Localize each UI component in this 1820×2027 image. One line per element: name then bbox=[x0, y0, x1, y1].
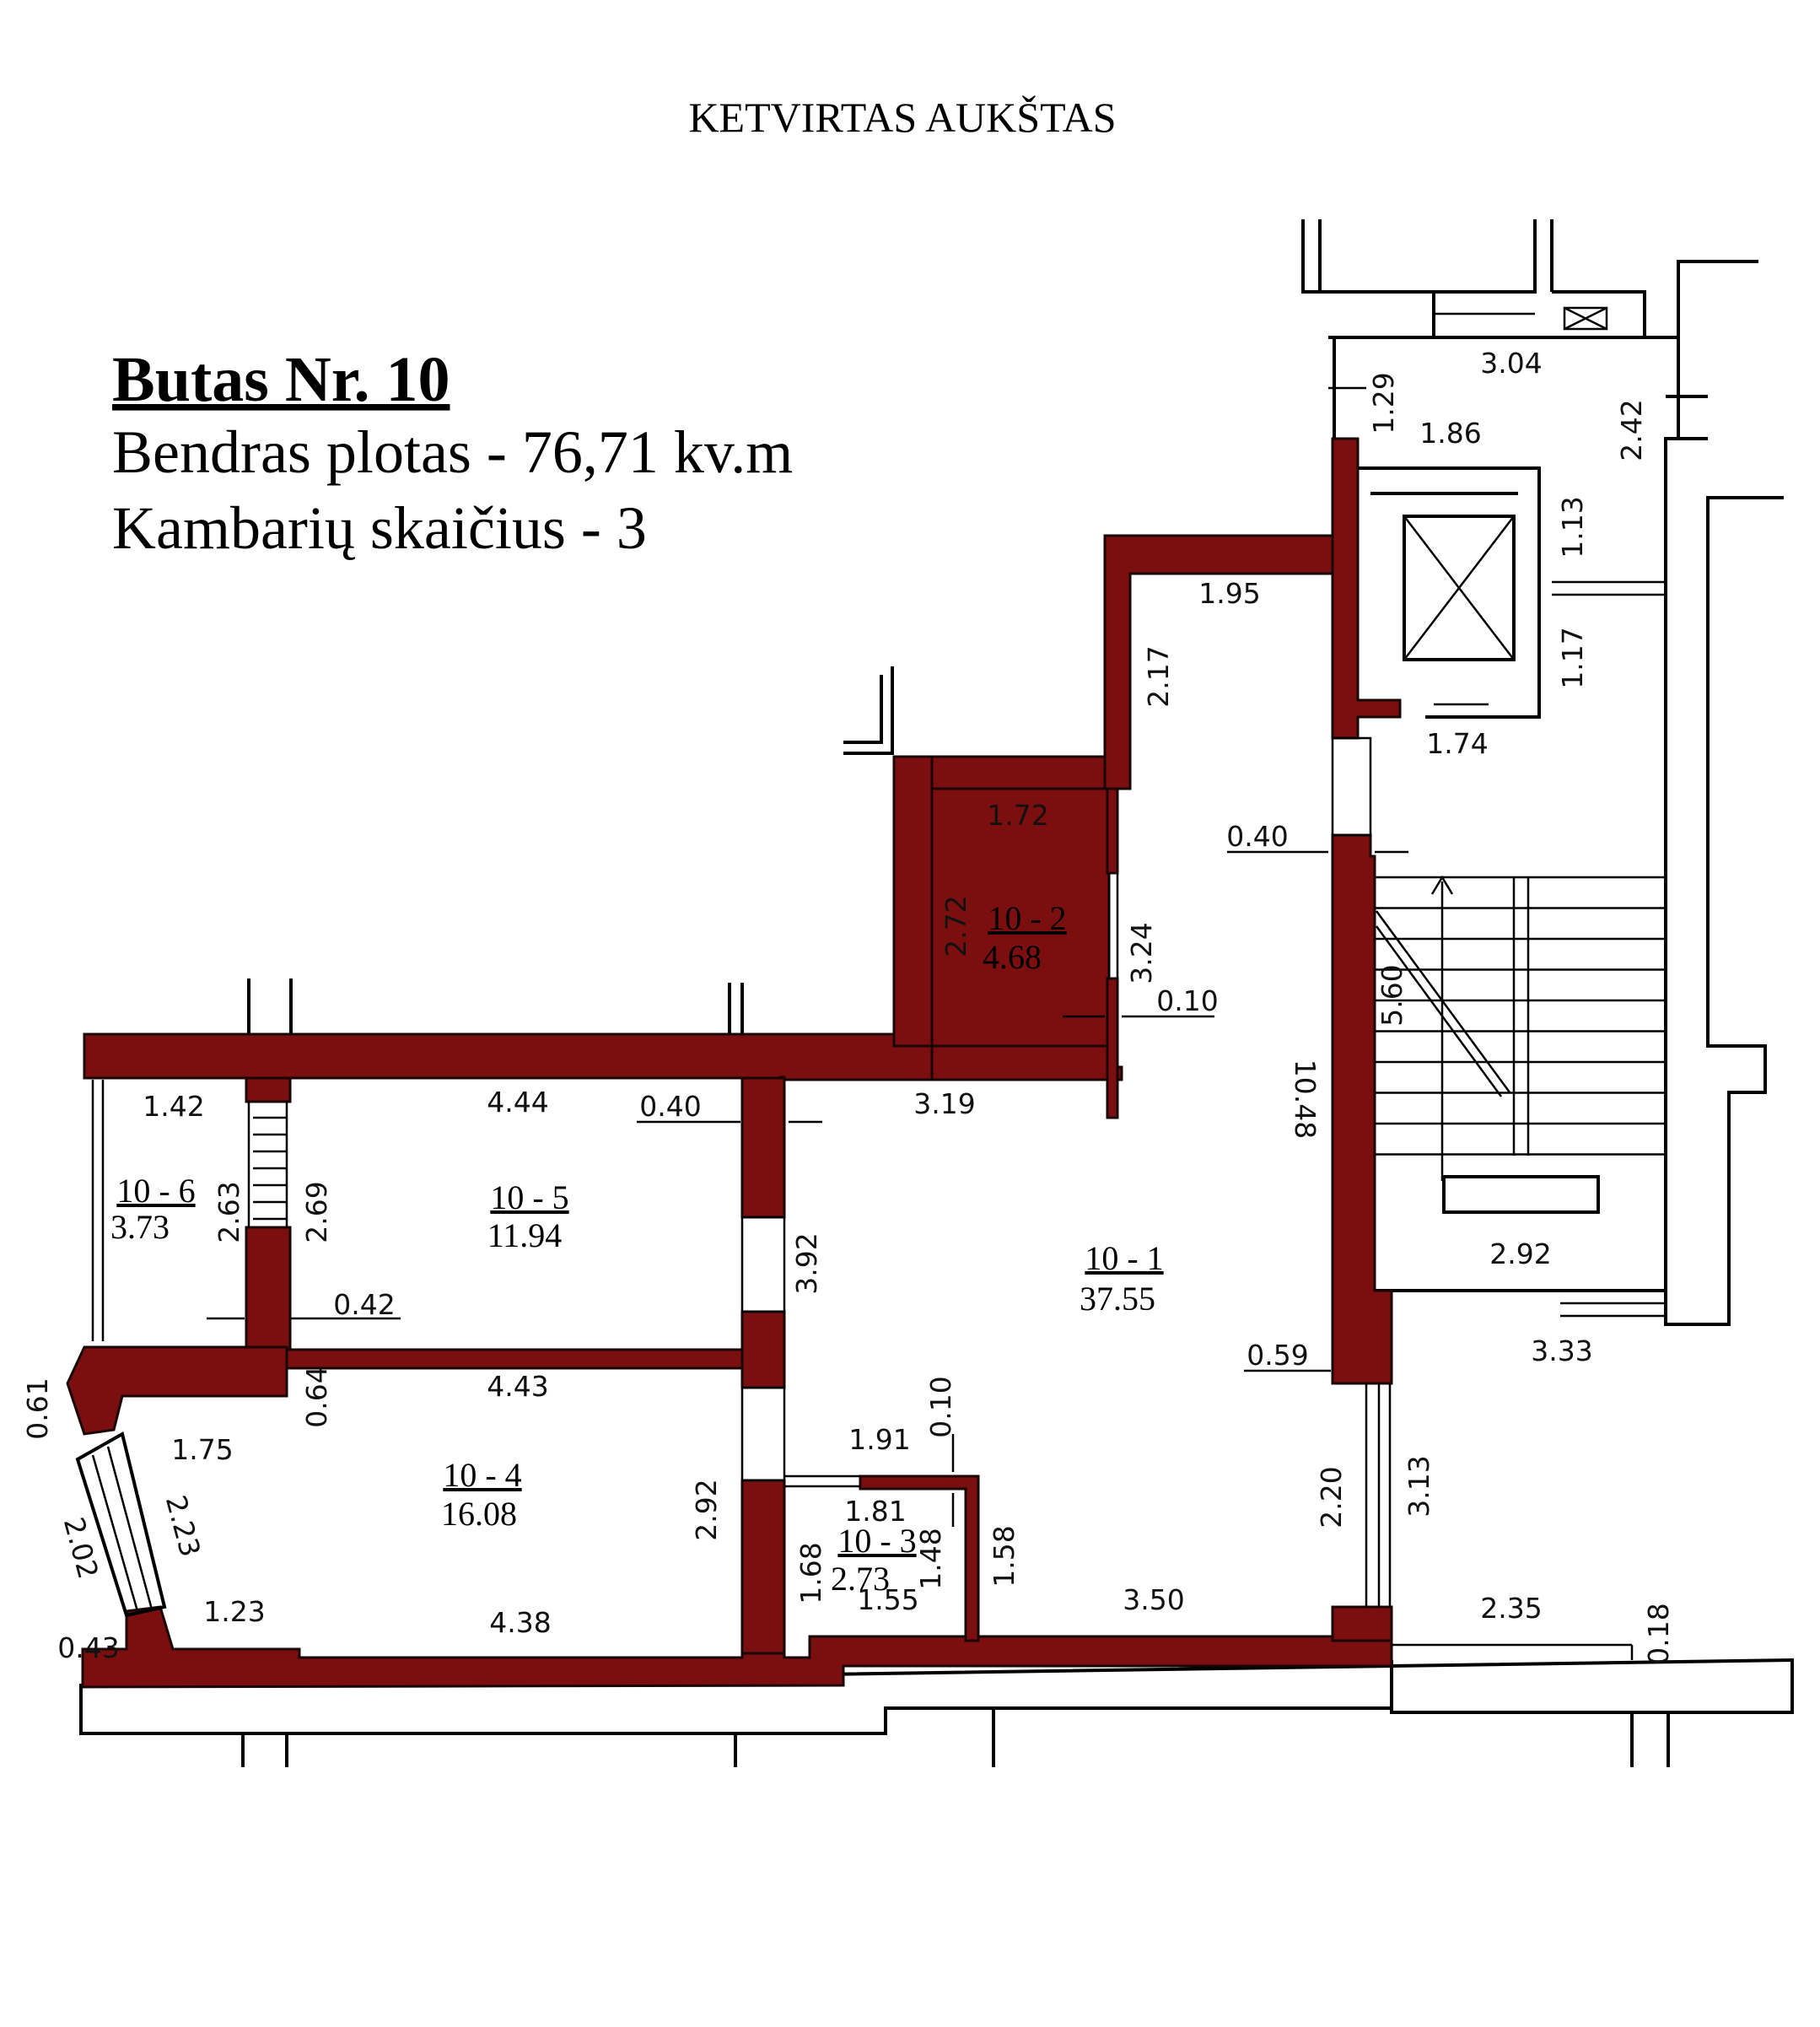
dimension-label: 1.75 bbox=[171, 1433, 233, 1466]
room-area: 16.08 bbox=[441, 1495, 517, 1533]
dimension-label: 3.13 bbox=[1403, 1455, 1435, 1517]
dimension-label: 3.04 bbox=[1480, 347, 1542, 380]
apartment-walls bbox=[66, 437, 1402, 1689]
apartment-room-count: Kambarių skaičius - 3 bbox=[112, 494, 647, 562]
dimension-label: 2.69 bbox=[300, 1181, 333, 1243]
dimension-label: 4.38 bbox=[489, 1606, 551, 1639]
dimension-label: 3.24 bbox=[1125, 922, 1158, 984]
dimension-label: 4.43 bbox=[487, 1370, 548, 1403]
dimension-label: 1.74 bbox=[1426, 727, 1488, 760]
room-id: 10 - 1 bbox=[1085, 1239, 1163, 1277]
room-id: 10 - 4 bbox=[443, 1456, 521, 1494]
dimension-label: 2.72 bbox=[940, 895, 972, 957]
floor-title: KETVIRTAS AUKŠTAS bbox=[688, 94, 1116, 141]
dimension-label: 1.72 bbox=[987, 799, 1048, 832]
dimension-label: 0.61 bbox=[21, 1377, 54, 1439]
dimension-label: 10.48 bbox=[1289, 1059, 1322, 1139]
dimension-label: 1.58 bbox=[988, 1525, 1020, 1587]
dimension-label: 0.40 bbox=[639, 1090, 701, 1123]
apartment-area: Bendras plotas - 76,71 kv.m bbox=[112, 418, 793, 486]
dimension-arrows bbox=[207, 386, 1408, 1527]
dimension-label: 3.92 bbox=[790, 1232, 823, 1294]
dimension-label: 0.59 bbox=[1247, 1339, 1308, 1372]
dimension-label: 2.92 bbox=[690, 1479, 723, 1540]
dimension-label: 2.92 bbox=[1489, 1237, 1551, 1270]
dimension-label: 3.50 bbox=[1123, 1583, 1184, 1616]
dimension-label: 2.23 bbox=[159, 1491, 207, 1560]
dimension-label: 1.68 bbox=[794, 1542, 827, 1604]
dimension-labels: 3.04 1.29 1.86 2.42 1.13 1.17 1.74 1.95 … bbox=[21, 347, 1675, 1665]
dimension-label: 1.23 bbox=[203, 1595, 265, 1628]
room-area: 2.73 bbox=[831, 1560, 890, 1598]
dimension-label: 0.18 bbox=[1642, 1603, 1675, 1664]
dimension-label: 3.33 bbox=[1531, 1334, 1592, 1367]
dimension-label: 2.63 bbox=[213, 1181, 245, 1243]
dimension-label: 1.13 bbox=[1556, 496, 1589, 558]
staircase bbox=[1375, 875, 1666, 1318]
dimension-label: 0.10 bbox=[924, 1376, 957, 1437]
room-id: 10 - 6 bbox=[116, 1172, 195, 1210]
dimension-label: 1.86 bbox=[1419, 417, 1481, 450]
dimension-label: 2.17 bbox=[1142, 645, 1175, 707]
dimension-label: 0.10 bbox=[1156, 984, 1218, 1017]
dimension-label: 3.19 bbox=[913, 1087, 975, 1120]
room-area: 4.68 bbox=[983, 938, 1042, 976]
dimension-label: 2.35 bbox=[1480, 1592, 1542, 1625]
dimension-label: 1.81 bbox=[844, 1495, 906, 1528]
dimension-label: 1.91 bbox=[848, 1423, 910, 1456]
room-labels: 10 - 1 37.55 10 - 2 4.68 10 - 3 2.73 10 … bbox=[110, 899, 1164, 1598]
dimension-label: 0.42 bbox=[333, 1288, 395, 1321]
room-id: 10 - 3 bbox=[837, 1522, 916, 1560]
room-id: 10 - 5 bbox=[490, 1178, 568, 1216]
apartment-title: Butas Nr. 10 bbox=[112, 344, 450, 415]
dimension-label: 1.42 bbox=[143, 1090, 204, 1123]
room-area: 11.94 bbox=[487, 1216, 563, 1254]
dimension-label: 1.95 bbox=[1198, 577, 1260, 610]
room-area: 3.73 bbox=[110, 1208, 170, 1246]
room-area: 37.55 bbox=[1080, 1280, 1155, 1318]
dimension-label: 0.40 bbox=[1226, 820, 1288, 853]
dimension-label: 4.44 bbox=[487, 1086, 548, 1119]
dimension-label: 2.42 bbox=[1615, 399, 1648, 461]
dimension-label: 0.43 bbox=[57, 1631, 119, 1664]
dimension-label: 1.17 bbox=[1556, 627, 1589, 688]
room-id: 10 - 2 bbox=[988, 899, 1066, 937]
dimension-label: 2.20 bbox=[1315, 1466, 1348, 1528]
dimension-label: 1.48 bbox=[914, 1528, 947, 1589]
openings bbox=[75, 736, 1634, 1660]
building-outline bbox=[79, 219, 1794, 1767]
dimension-label: 1.55 bbox=[857, 1583, 918, 1616]
dimension-label: 1.29 bbox=[1367, 372, 1400, 434]
dimension-label: 5.60 bbox=[1376, 964, 1408, 1026]
dimension-label: 0.64 bbox=[300, 1366, 333, 1427]
